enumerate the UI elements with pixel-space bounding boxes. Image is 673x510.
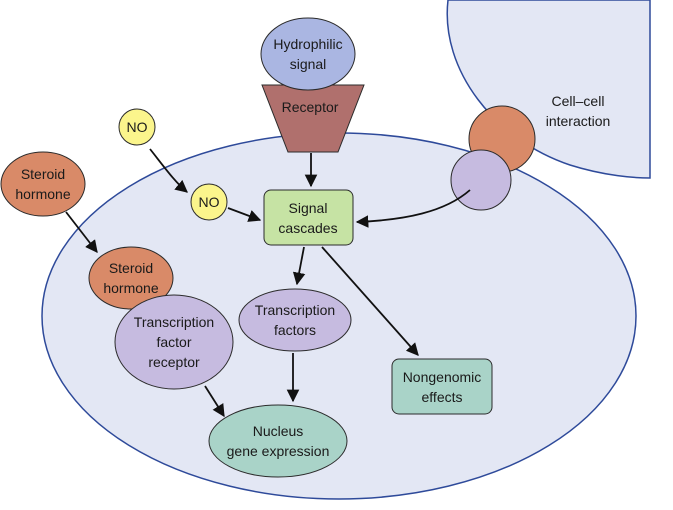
nongenomic-effects-label: Nongenomic effects (403, 369, 482, 405)
label-line: signal (290, 56, 327, 72)
label-line: NO (127, 119, 148, 135)
label-line: NO (199, 194, 220, 210)
no-inside-label: NO (199, 194, 220, 210)
nucleus-gene-expression-label: Nucleus gene expression (227, 423, 330, 459)
arrow-no-to-cascades (227, 207, 262, 222)
neighbor-cell (446, 0, 651, 179)
label-line: Nongenomic (403, 369, 482, 385)
label-line: Transcription (134, 314, 214, 330)
arrow-no-entry (149, 148, 188, 193)
transcription-factors-label: Transcription factors (255, 302, 335, 338)
label-line: receptor (148, 354, 200, 370)
label-line: gene expression (227, 443, 330, 459)
label-line: Cell–cell (552, 93, 605, 109)
no-outside-label: NO (127, 119, 148, 135)
arrow-cascades-to-transcription-factors (292, 246, 306, 286)
signal-cascades-box (263, 189, 354, 246)
label-line: factor (156, 334, 191, 350)
transcription-factor-receptor-label: Transcription factor receptor (134, 314, 214, 370)
cell-surface-receptor (450, 149, 512, 211)
arrow-steroid-entry (65, 211, 98, 253)
label-line: Signal (289, 200, 328, 216)
label-line: hormone (103, 280, 158, 296)
hydrophilic-signal-node (260, 17, 356, 91)
label-line: Hydrophilic (273, 36, 342, 52)
label-line: hormone (15, 186, 70, 202)
no-inside-node (190, 183, 228, 221)
label-line: Receptor (282, 99, 339, 115)
steroid-hormone-outside-node (0, 151, 86, 217)
steroid-hormone-outside-label: Steroid hormone (15, 166, 70, 202)
arrow-cell-interaction-to-cascades (355, 189, 471, 228)
receptor-label: Receptor (282, 99, 339, 115)
arrow-receptor-complex-to-nucleus (204, 385, 225, 418)
hydrophilic-signal-label: Hydrophilic signal (273, 36, 342, 72)
nongenomic-effects-box (391, 358, 493, 415)
transcription-factors-node (238, 288, 352, 352)
label-line: Transcription (255, 302, 335, 318)
label-line: Nucleus (253, 423, 304, 439)
cell-cell-interaction-label: Cell–cell interaction (546, 93, 611, 129)
steroid-hormone-inside-label: Steroid hormone (103, 260, 158, 296)
label-line: Steroid (21, 166, 65, 182)
label-line: factors (274, 322, 316, 338)
signal-cascades-label: Signal cascades (278, 200, 337, 236)
label-line: interaction (546, 113, 611, 129)
arrow-cascades-to-nongenomic (321, 246, 419, 356)
transcription-factor-receptor-node (114, 294, 234, 390)
label-line: Steroid (109, 260, 153, 276)
no-outside-node (118, 108, 156, 146)
label-line: cascades (278, 220, 337, 236)
steroid-hormone-inside-node (88, 246, 174, 310)
label-line: effects (422, 389, 463, 405)
nucleus-gene-expression-node (208, 404, 348, 478)
